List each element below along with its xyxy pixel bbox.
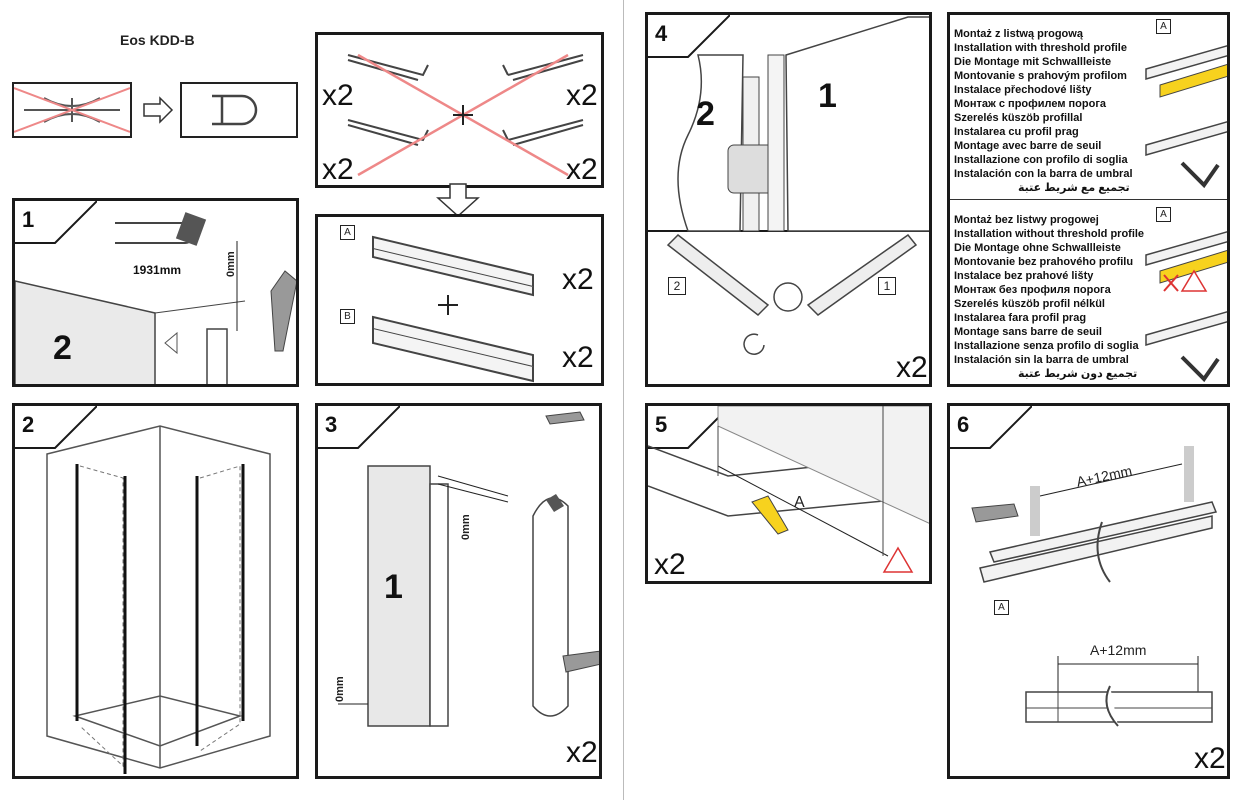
gap-label-top: 0mm: [460, 514, 472, 540]
profile-b-label: B: [340, 309, 355, 324]
multiplier: x2: [566, 736, 598, 769]
profile-a-label: A: [340, 225, 355, 240]
product-title: Eos KDD-B: [120, 32, 195, 48]
step-number: 6: [950, 406, 1032, 450]
new-seal-box: [180, 82, 298, 138]
profiles-panel: A B x2 x2: [315, 214, 604, 386]
gap-label: 0mm: [225, 251, 237, 277]
step-5-panel: 5 A x2: [645, 403, 932, 584]
step-number: 3: [318, 406, 400, 450]
old-seal-box: [12, 82, 132, 138]
wrong-profiles-panel: x2 x2 x2 x2: [315, 32, 604, 188]
profile-a-label: A: [1156, 19, 1171, 34]
step-1-panel: 1 1931mm 0mm 2: [12, 198, 299, 387]
door-label-right: 1: [878, 277, 896, 295]
profile-a-label: A: [1156, 207, 1171, 222]
multiplier: x2: [654, 548, 686, 581]
step-3-panel: 3 1 0mm 0mm x2: [315, 403, 602, 779]
multiplier: x2: [896, 351, 928, 384]
page-divider: [623, 0, 624, 800]
door-number: 2: [53, 329, 72, 367]
gap-label-bottom: 0mm: [334, 676, 346, 702]
arrow-down-icon: [436, 182, 480, 223]
multiplier: x2: [1194, 742, 1226, 775]
dimension-bottom: A+12mm: [1090, 642, 1147, 658]
multiplier: x2: [322, 153, 354, 186]
multiplier: x2: [322, 79, 354, 112]
multiplier: x2: [562, 263, 594, 296]
door-label-left: 2: [668, 277, 686, 295]
multiplier: x2: [566, 79, 598, 112]
step-4-panel: 4 2 1 2 1 x2: [645, 12, 932, 387]
door-number-left: 2: [696, 95, 715, 133]
step-number: 2: [15, 406, 97, 450]
multiplier: x2: [566, 153, 598, 186]
door-number: 1: [384, 568, 403, 606]
step-6-panel: 6 A+12mm A+12mm A x2: [947, 403, 1230, 779]
step-2-panel: 2: [12, 403, 299, 779]
seal-length: 1931mm: [133, 263, 182, 277]
profile-a-label: A: [994, 600, 1009, 615]
multiplier: x2: [562, 341, 594, 374]
step-number: 1: [15, 201, 97, 245]
door-number-right: 1: [818, 77, 837, 115]
measure-label: A: [794, 494, 805, 511]
info-divider: [950, 199, 1227, 200]
step-number: 5: [648, 406, 730, 450]
arrow-right-icon: [142, 96, 174, 129]
step-number: 4: [648, 15, 730, 59]
